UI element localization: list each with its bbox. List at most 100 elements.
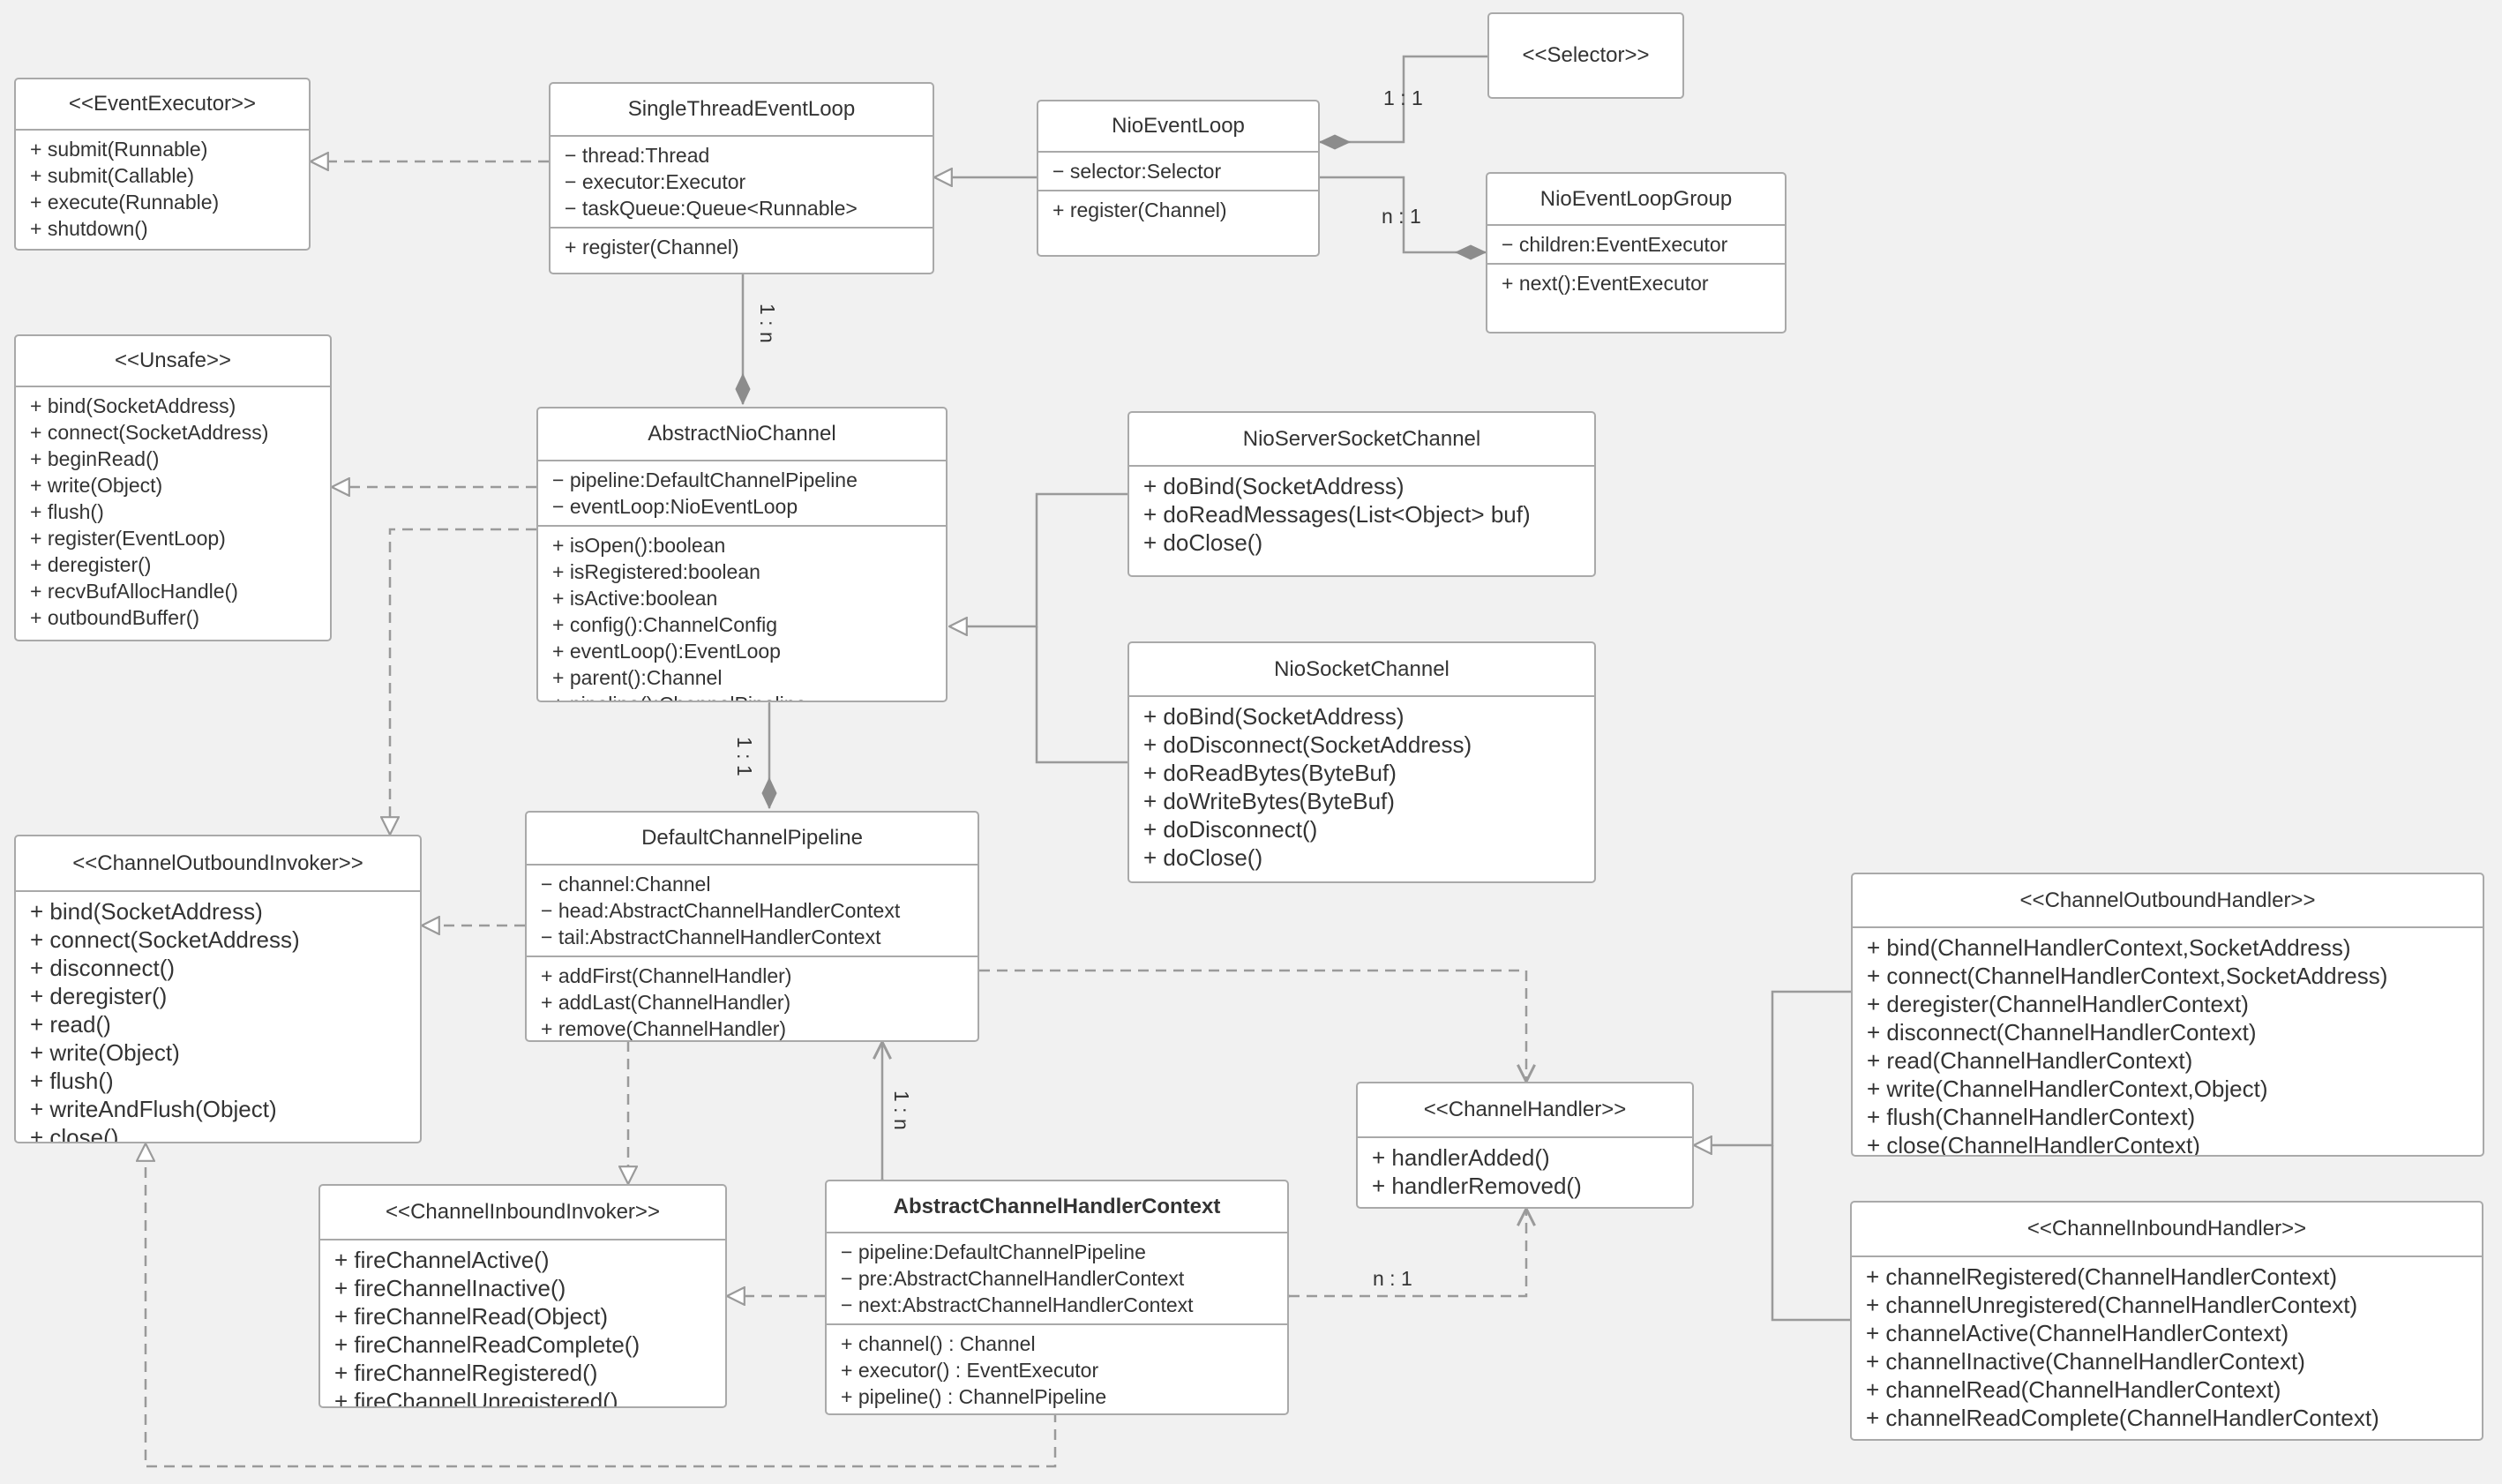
multiplicity-context-handler: n : 1	[1373, 1267, 1412, 1290]
operation: + config():ChannelConfig	[552, 613, 778, 636]
operation: + write(Object)	[30, 474, 163, 497]
operation: + submit(Runnable)	[30, 138, 208, 161]
multiplicity-loop-selector: 1 : 1	[1383, 86, 1423, 109]
attribute: − head:AbstractChannelHandlerContext	[541, 899, 901, 922]
edge-loop-group	[1320, 176, 1486, 252]
operation-section: + doBind(SocketAddress)+ doReadMessages(…	[1129, 467, 1594, 562]
operation: + register(EventLoop)	[30, 527, 226, 550]
operation: + doWriteBytes(ByteBuf)	[1143, 788, 1395, 814]
class-box-channel-inbound-invoker[interactable]: <<ChannelInboundInvoker>> + fireChannelAc…	[318, 1184, 727, 1408]
class-box-single-thread-event-loop[interactable]: SingleThreadEventLoop− thread:Thread− ex…	[549, 82, 934, 274]
operation: + doClose()	[1143, 529, 1263, 556]
operation: + doBind(SocketAddress)	[1143, 703, 1405, 730]
operation: + shutdown()	[30, 217, 148, 240]
edge-inbound-handler-extends	[1771, 1145, 1851, 1322]
attribute-section: − pipeline:DefaultChannelPipeline− event…	[538, 461, 946, 525]
operation-section: + doBind(SocketAddress)+ doDisconnect(So…	[1129, 697, 1594, 877]
operation: + bind(SocketAddress)	[30, 898, 263, 925]
operation: + eventLoop():EventLoop	[552, 640, 781, 663]
operation: + bind(SocketAddress)	[30, 394, 236, 417]
class-box-nio-server-socket-channel[interactable]: NioServerSocketChannel+ doBind(SocketAdd…	[1127, 411, 1596, 577]
class-box-nio-event-loop[interactable]: NioEventLoop− selector:Selector+ registe…	[1037, 100, 1320, 257]
operation: + outboundBuffer()	[30, 606, 200, 629]
attribute: − pipeline:DefaultChannelPipeline	[841, 1240, 1146, 1263]
operation: + close(ChannelHandlerContext)	[1867, 1132, 2200, 1157]
operation: + register(Channel)	[1052, 199, 1227, 221]
operation: + channelReadComplete(ChannelHandlerCont…	[1866, 1405, 2379, 1431]
class-box-channel-outbound-invoker[interactable]: <<ChannelOutboundInvoker>>+ bind(SocketA…	[14, 835, 422, 1143]
operation: + channelUnregistered(ChannelHandlerCont…	[1866, 1292, 2358, 1318]
operation: + writeAndFlush(Object)	[30, 1096, 277, 1122]
operation: + isRegistered:boolean	[552, 560, 760, 583]
operation: + doBind(SocketAddress)	[1143, 473, 1405, 499]
class-box-default-channel-pipeline[interactable]: DefaultChannelPipeline − channel:Channel −…	[525, 811, 979, 1042]
operation: + submit(Callable)	[30, 164, 194, 187]
attribute: − channel:Channel	[541, 873, 711, 896]
operation: + connect(ChannelHandlerContext,SocketAd…	[1867, 963, 2388, 989]
operation: + write(Object)	[30, 1039, 180, 1066]
attribute-section: − thread:Thread− executor:Executor− task…	[551, 137, 933, 227]
class-box-nio-socket-channel[interactable]: NioSocketChannel+ doBind(SocketAddress)+…	[1127, 641, 1596, 883]
operation: + doReadBytes(ByteBuf)	[1143, 760, 1397, 786]
class-box-selector[interactable]: <<Selector>>	[1487, 12, 1684, 99]
operation: + fireChannelActive()	[334, 1247, 550, 1273]
operation-section: + channelRegistered(ChannelHandlerContex…	[1852, 1257, 2482, 1437]
class-title: <<EventExecutor>>	[16, 79, 309, 131]
operation-section: + bind(ChannelHandlerContext,SocketAddre…	[1853, 928, 2483, 1157]
edge-socket-extends	[1035, 626, 1128, 764]
operation: + disconnect()	[30, 955, 176, 981]
operation: + next():EventExecutor	[1502, 272, 1709, 295]
class-title: SingleThreadEventLoop	[551, 84, 933, 137]
operation: + fireChannelReadComplete()	[334, 1331, 640, 1358]
operation: + flush()	[30, 1068, 114, 1094]
attribute: − selector:Selector	[1052, 160, 1222, 183]
operation: + addLast(ChannelHandler)	[541, 991, 791, 1014]
operation: + handlerAdded()	[1372, 1144, 1550, 1171]
attribute: − pre:AbstractChannelHandlerContext	[841, 1267, 1185, 1290]
operation: + connect(SocketAddress)	[30, 926, 300, 953]
class-box-abstract-channel-handler-context[interactable]: AbstractChannelHandlerContext− pipeline:…	[825, 1180, 1289, 1415]
class-title: <<Unsafe>>	[16, 336, 330, 387]
attribute: − next:AbstractChannelHandlerContext	[841, 1293, 1194, 1316]
operation: + doDisconnect()	[1143, 816, 1318, 843]
class-box-unsafe[interactable]: <<Unsafe>>+ bind(SocketAddress)+ connect…	[14, 334, 332, 641]
class-title: NioEventLoopGroup	[1487, 174, 1785, 226]
class-box-event-executor[interactable]: <<EventExecutor>> + submit(Runnable) + sub…	[14, 78, 311, 251]
operation: + deregister()	[30, 983, 168, 1009]
operation: + disconnect(ChannelHandlerContext)	[1867, 1019, 2257, 1046]
operation: + addFirst(ChannelHandler)	[541, 964, 792, 987]
class-title: <<ChannelOutboundHandler>>	[1853, 874, 2483, 928]
class-title: <<ChannelHandler>>	[1358, 1083, 1692, 1138]
attribute: − thread:Thread	[565, 144, 710, 167]
operation: + channelRegistered(ChannelHandlerContex…	[1866, 1263, 2338, 1290]
edge-context-implements-outbound-invoker	[146, 1143, 1057, 1468]
attribute-section: − selector:Selector	[1038, 153, 1318, 190]
class-title: <<ChannelInboundInvoker>>	[320, 1186, 725, 1240]
class-title: <<Selector>>	[1522, 43, 1650, 67]
attribute-section: − children:EventExecutor	[1487, 226, 1785, 263]
operation: + pipeline() : ChannelPipeline	[841, 1385, 1107, 1408]
edge-loop-selector	[1320, 55, 1489, 142]
class-title: DefaultChannelPipeline	[527, 813, 978, 866]
class-box-channel-handler[interactable]: <<ChannelHandler>> + handlerAdded()+ hand…	[1356, 1082, 1694, 1209]
attribute-section: − pipeline:DefaultChannelPipeline − pre:A…	[827, 1233, 1287, 1323]
attribute: − eventLoop:NioEventLoop	[552, 495, 798, 518]
operation: + read(ChannelHandlerContext)	[1867, 1047, 2193, 1074]
class-title: AbstractNioChannel	[538, 408, 946, 461]
operation: + read()	[30, 1011, 111, 1038]
class-box-abstract-nio-channel[interactable]: AbstractNioChannel− pipeline:DefaultChan…	[536, 407, 948, 702]
class-box-nio-event-loop-group[interactable]: NioEventLoopGroup − children:EventExecuto…	[1486, 172, 1787, 334]
operation: + alloc() : ByteBufAllocator	[841, 1410, 1273, 1413]
class-box-channel-outbound-handler[interactable]: <<ChannelOutboundHandler>>+ bind(Channel…	[1851, 873, 2484, 1157]
multiplicity-loop-group: n : 1	[1382, 205, 1421, 228]
attribute: − children:EventExecutor	[1502, 233, 1728, 256]
operation-section: + register(Channel)	[551, 227, 933, 266]
operation: + channelInactive(ChannelHandlerContext)	[1866, 1348, 2305, 1375]
operation: + handlerRemoved()	[1372, 1173, 1582, 1199]
operation: + fireChannelInactive()	[334, 1275, 566, 1301]
operation: + isOpen():boolean	[552, 534, 726, 557]
class-title: NioSocketChannel	[1129, 643, 1594, 697]
operation: + close()	[30, 1124, 119, 1143]
class-box-channel-inbound-handler[interactable]: <<ChannelInboundHandler>>+ channelRegist…	[1850, 1201, 2483, 1441]
multiplicity-channel-pipeline: 1 : 1	[733, 737, 756, 776]
